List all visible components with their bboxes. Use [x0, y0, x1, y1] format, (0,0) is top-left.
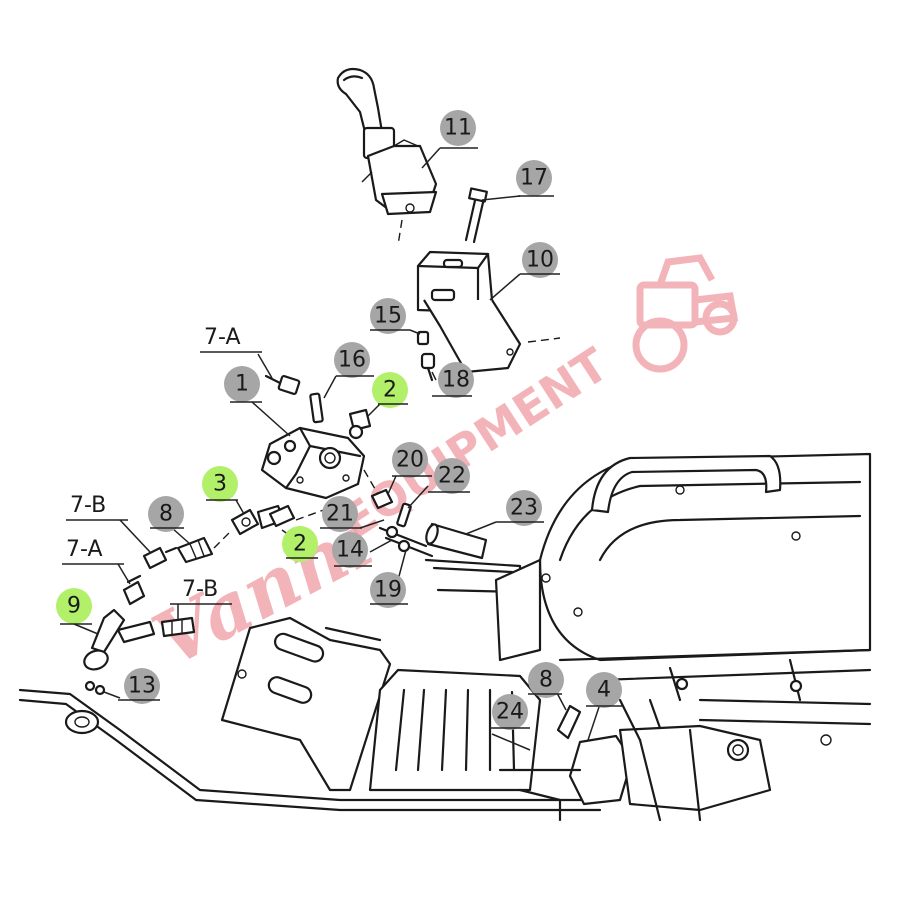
callout-14-label: 14 [336, 538, 364, 563]
callout-19: 19 [370, 572, 408, 608]
callout-9-label: 9 [67, 594, 81, 619]
callout-2-lower: 2 [282, 526, 318, 562]
callout-3: 3 [202, 466, 238, 502]
floor-step-panel [368, 668, 542, 792]
callout-10-label: 10 [526, 248, 554, 273]
callout-8-lower: 8 [528, 662, 564, 698]
callout-16: 16 [334, 342, 374, 378]
callout-19-label: 19 [374, 578, 402, 603]
label-7b-mid: 7-B [170, 577, 232, 605]
fitting-2-upper-part [348, 403, 381, 440]
callout-1: 1 [224, 366, 262, 403]
callout-21: 21 [320, 496, 362, 532]
label-7a-top-text: 7-A [204, 325, 241, 350]
fitting-7b-mid-part [160, 604, 196, 638]
mounting-bracket-part [416, 250, 561, 374]
tractor-seat [494, 452, 872, 662]
callout-11: 11 [440, 110, 478, 149]
callout-9: 9 [56, 588, 92, 625]
callout-4: 4 [586, 672, 622, 708]
hydraulic-pipe-line [18, 688, 602, 812]
callout-23: 23 [496, 490, 544, 526]
callout-16-label: 16 [338, 348, 366, 373]
hydraulic-valve-assembly [491, 675, 772, 822]
control-valve-part [251, 401, 366, 500]
tractor-logo-icon [632, 254, 739, 373]
callout-8-upper: 8 [148, 496, 184, 532]
bolts-part [464, 187, 521, 244]
fender-panel [220, 616, 392, 792]
callouts: 11 17 10 15 18 16 [56, 110, 622, 730]
seat-frame [558, 648, 872, 746]
callout-24: 24 [490, 694, 530, 730]
callout-13: 13 [118, 668, 160, 704]
callout-23-label: 23 [510, 496, 538, 521]
joystick-lever-part [336, 67, 441, 246]
callout-1-label: 1 [235, 372, 249, 397]
callout-18: 18 [432, 362, 474, 398]
plain-labels: 7-A 7-B 7-A 7-B [62, 325, 262, 605]
callout-22-label: 22 [438, 464, 466, 489]
fitting-7a-top-part [257, 353, 301, 396]
callout-14: 14 [332, 532, 372, 568]
callout-13-label: 13 [128, 674, 156, 699]
callout-15-label: 15 [374, 304, 402, 329]
callout-4-label: 4 [597, 678, 611, 703]
callout-17-label: 17 [520, 166, 548, 191]
small-bolt-part-18 [420, 352, 437, 382]
fitting-20-part [363, 469, 397, 510]
callout-20: 20 [392, 442, 432, 478]
label-7a-left-text: 7-A [66, 537, 103, 562]
small-bolt-part-15 [409, 329, 430, 346]
pin-part-16 [309, 375, 337, 424]
callout-17: 17 [516, 160, 554, 197]
callout-15: 15 [370, 298, 410, 334]
callout-2-upper-label: 2 [383, 378, 397, 403]
callout-21-label: 21 [326, 502, 354, 527]
label-7b-mid-text: 7-B [182, 577, 218, 602]
fitting-7a-left-part [117, 563, 146, 606]
callout-3-label: 3 [213, 472, 227, 497]
cylinder-part-23 [425, 521, 497, 560]
callout-2-upper: 2 [372, 372, 408, 408]
callout-8-lower-label: 8 [539, 668, 553, 693]
clamp-part-13 [84, 680, 121, 699]
label-7a-top: 7-A [200, 325, 262, 353]
fitting-8-upper-part [171, 527, 233, 564]
callout-18-label: 18 [442, 368, 470, 393]
callout-20-label: 20 [396, 448, 424, 473]
spacer-part-22 [396, 485, 429, 528]
callout-2-lower-label: 2 [293, 532, 307, 557]
label-7b-left-text: 7-B [70, 493, 106, 518]
fitting-7b-left-part [119, 519, 178, 570]
label-7a-left: 7-A [62, 537, 124, 565]
elbow-pipe-part-9 [73, 608, 156, 671]
callout-10: 10 [520, 242, 560, 278]
callout-22: 22 [428, 458, 470, 494]
label-7b-left: 7-B [66, 493, 128, 521]
callout-11-label: 11 [444, 116, 472, 141]
callout-24-label: 24 [496, 700, 524, 725]
callout-8-upper-label: 8 [159, 502, 173, 527]
